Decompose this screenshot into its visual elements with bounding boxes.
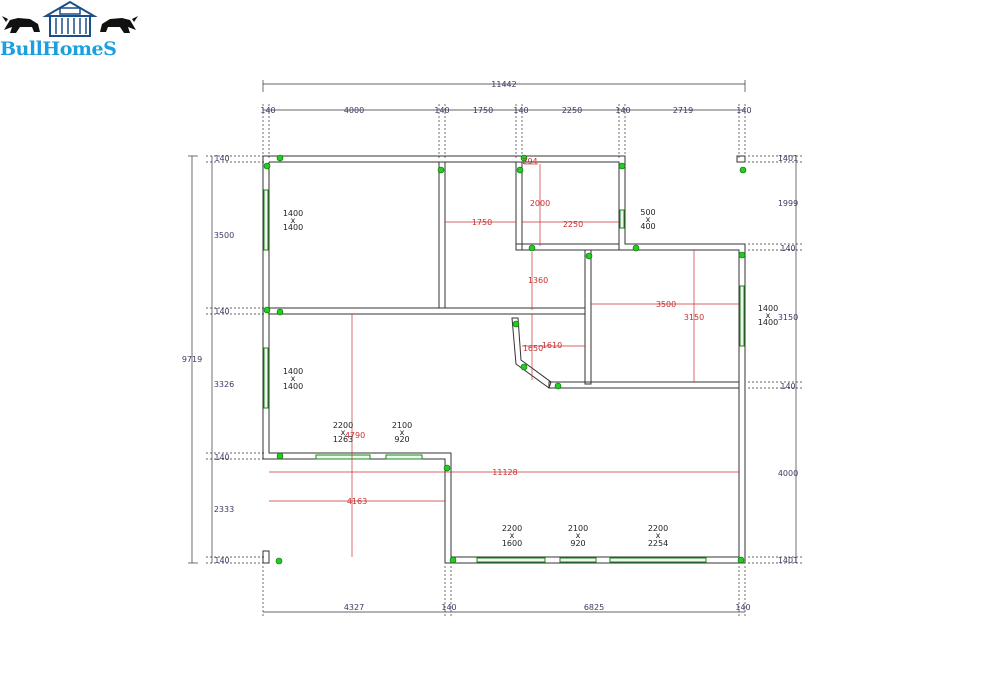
brand-logo: BullHomeS xyxy=(0,0,140,64)
dimension-text: 920 xyxy=(570,539,585,548)
interior-dim-1650: 1650 xyxy=(523,344,543,353)
bottom-dimension-labels: 4327 140 6825 140 xyxy=(344,603,751,612)
opening-label-4: 2200 x 1263 xyxy=(333,421,353,444)
dimension-text: x xyxy=(341,428,346,437)
top-dim-2: 140 xyxy=(434,106,449,115)
bottom-dim-0: 4327 xyxy=(344,603,364,612)
opening-label-1: 1400 x 1400 xyxy=(283,367,303,391)
left-dim-1: 3500 xyxy=(214,231,234,240)
dimension-text: x xyxy=(656,531,661,540)
bull-house-logo-icon xyxy=(2,0,138,37)
dimension-text: x xyxy=(291,216,296,225)
top-dim-3: 1750 xyxy=(473,106,493,115)
right-dim-5: 4000 xyxy=(778,469,798,478)
dimension-text: 400 xyxy=(640,222,655,231)
dimension-text: x xyxy=(510,531,515,540)
brand-name: BullHomeS xyxy=(0,38,117,60)
bottom-dim-3: 140 xyxy=(735,603,750,612)
top-dim-5: 2250 xyxy=(562,106,582,115)
interior-dim-4163: 4163 xyxy=(347,497,367,506)
interior-dim-1360: 1360 xyxy=(528,276,548,285)
top-dim-6: 140 xyxy=(615,106,630,115)
interior-dim-1610: 1610 xyxy=(542,341,562,350)
left-dim-2: 140 xyxy=(214,307,229,316)
opening-labels: 1400 x 1400 1400 x 1400 500 x 400 1400 x… xyxy=(283,208,778,548)
left-dim-5: 2333 xyxy=(214,505,234,514)
right-dim-3: 3150 xyxy=(778,313,798,322)
dimension-text: x xyxy=(646,215,651,224)
opening-label-7: 2100 x 920 xyxy=(568,524,588,548)
top-dim-0: 140 xyxy=(260,106,275,115)
left-dim-6: 140 xyxy=(214,556,229,565)
dimension-text: 1400 xyxy=(758,304,778,313)
dimension-text: 1400 xyxy=(283,209,303,218)
top-dim-4: 140 xyxy=(513,106,528,115)
interior-dim-294: 294 xyxy=(522,157,537,166)
interior-dim-1750: 1750 xyxy=(472,218,492,227)
interior-dimension-labels: 294 2000 1750 2250 1360 3500 3150 1650 1… xyxy=(345,157,704,506)
left-total-dim: 9719 xyxy=(182,355,202,364)
top-dimension-labels: 11442 140 4000 140 1750 140 2250 140 271… xyxy=(260,80,751,115)
walls xyxy=(262,155,746,564)
dimension-text: 1400 xyxy=(283,382,303,391)
dimension-lines xyxy=(188,80,802,618)
dimension-text: 2100 xyxy=(392,421,412,430)
dimension-text: 920 xyxy=(394,435,409,444)
bottom-dim-2: 6825 xyxy=(584,603,604,612)
left-dim-4: 140 xyxy=(214,453,229,462)
dimension-text: 2200 xyxy=(333,421,353,430)
dimension-text: x xyxy=(400,428,405,437)
dimension-text: 2200 xyxy=(648,524,668,533)
dimension-text: x xyxy=(766,311,771,320)
dimension-text: 1263 xyxy=(333,435,353,444)
interior-dim-2000: 2000 xyxy=(530,199,550,208)
interior-dim-3500: 3500 xyxy=(656,300,676,309)
right-dimension-labels: 1401 1999 140 3150 140 4000 1401 xyxy=(778,154,798,565)
dimension-text: 2254 xyxy=(648,539,668,548)
windows xyxy=(263,189,745,563)
left-dim-3: 3326 xyxy=(214,380,234,389)
dimension-text: x xyxy=(576,531,581,540)
dimension-text: 2100 xyxy=(568,524,588,533)
opening-label-0: 1400 x 1400 xyxy=(283,209,303,232)
right-dim-6: 1401 xyxy=(778,556,798,565)
interior-dim-2250: 2250 xyxy=(563,220,583,229)
left-dim-0: 140 xyxy=(214,154,229,163)
bottom-dim-1: 140 xyxy=(441,603,456,612)
top-dim-7: 2719 xyxy=(673,106,693,115)
right-dim-2: 140 xyxy=(780,244,795,253)
opening-label-2: 500 x 400 xyxy=(640,208,655,231)
top-dim-1: 4000 xyxy=(344,106,364,115)
interior-dim-4790: 4790 xyxy=(345,431,365,440)
right-dim-4: 140 xyxy=(780,382,795,391)
opening-label-5: 2100 x 920 xyxy=(392,421,412,444)
opening-label-8: 2200 x 2254 xyxy=(648,524,668,548)
dimension-text: 2200 xyxy=(502,524,522,533)
interior-dim-11128: 11128 xyxy=(492,468,517,477)
interior-dimension-lines xyxy=(269,163,739,557)
left-dimension-labels: 9719 140 3500 140 3326 140 2333 140 xyxy=(182,154,234,565)
opening-label-6: 2200 x 1600 xyxy=(502,524,522,548)
dimension-text: 1600 xyxy=(502,539,522,548)
top-dim-8: 140 xyxy=(736,106,751,115)
interior-dim-3150: 3150 xyxy=(684,313,704,322)
dimension-text: 1400 xyxy=(758,318,778,327)
dimension-text: 500 xyxy=(640,208,655,217)
dimension-text: x xyxy=(291,374,296,383)
top-total-dim: 11442 xyxy=(491,80,516,89)
opening-label-3: 1400 x 1400 xyxy=(758,304,778,327)
dimension-text: 1400 xyxy=(283,223,303,232)
right-dim-0: 1401 xyxy=(778,154,798,163)
opening-markers xyxy=(263,154,747,565)
right-dim-1: 1999 xyxy=(778,199,798,208)
dimension-text: 1400 xyxy=(283,367,303,376)
